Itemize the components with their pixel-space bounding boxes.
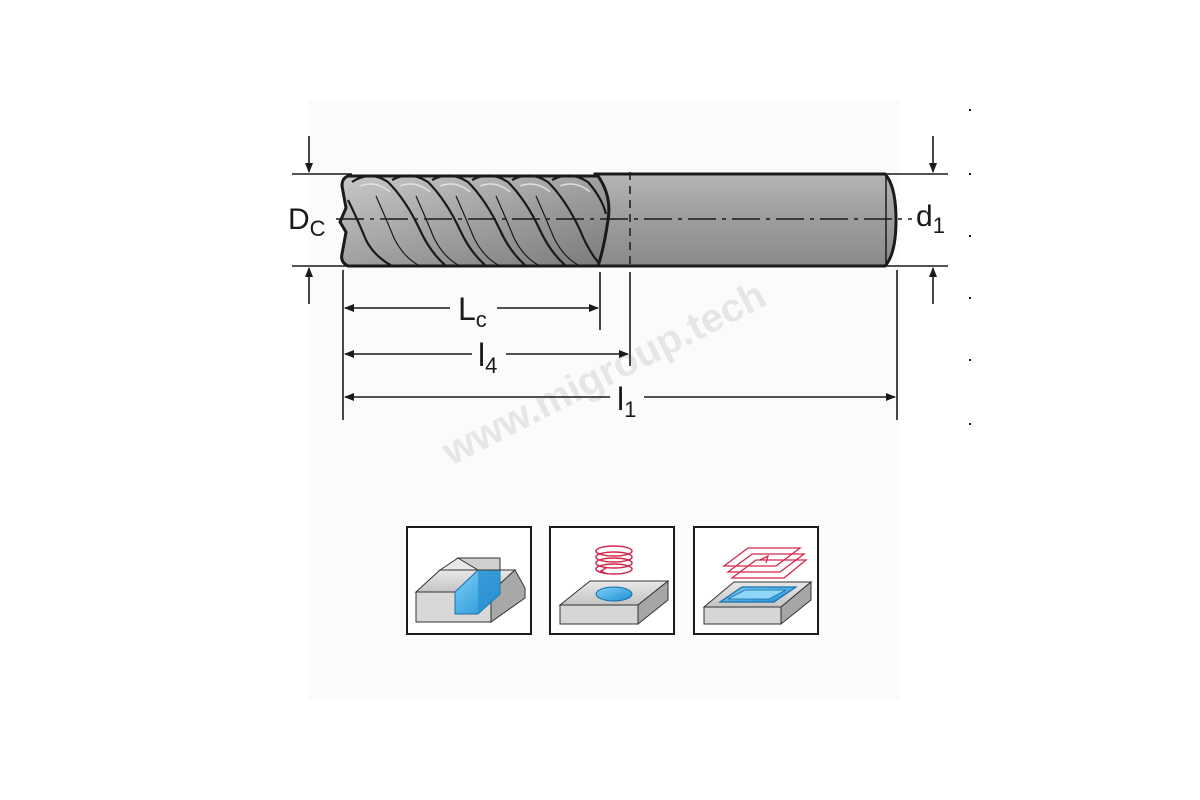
pocket-motion-icon [722,547,808,579]
helix-motion-icon [595,545,633,575]
helical-flutes [347,174,608,267]
lc-label: Lc [458,291,487,332]
tool-shank [593,172,898,268]
shoulder-milling-icon [406,526,532,635]
l1-label: l1 [617,381,636,422]
l4-label: l4 [478,337,497,378]
pocket-milling-icon [693,526,819,635]
flute-highlights [359,183,591,193]
edge-marks [969,109,971,425]
d1-label: d1 [916,200,945,238]
dimension-lines [292,136,948,420]
dc-label: DC [288,203,326,241]
end-mill-tool [336,172,912,268]
helical-boring-icon [549,526,675,635]
